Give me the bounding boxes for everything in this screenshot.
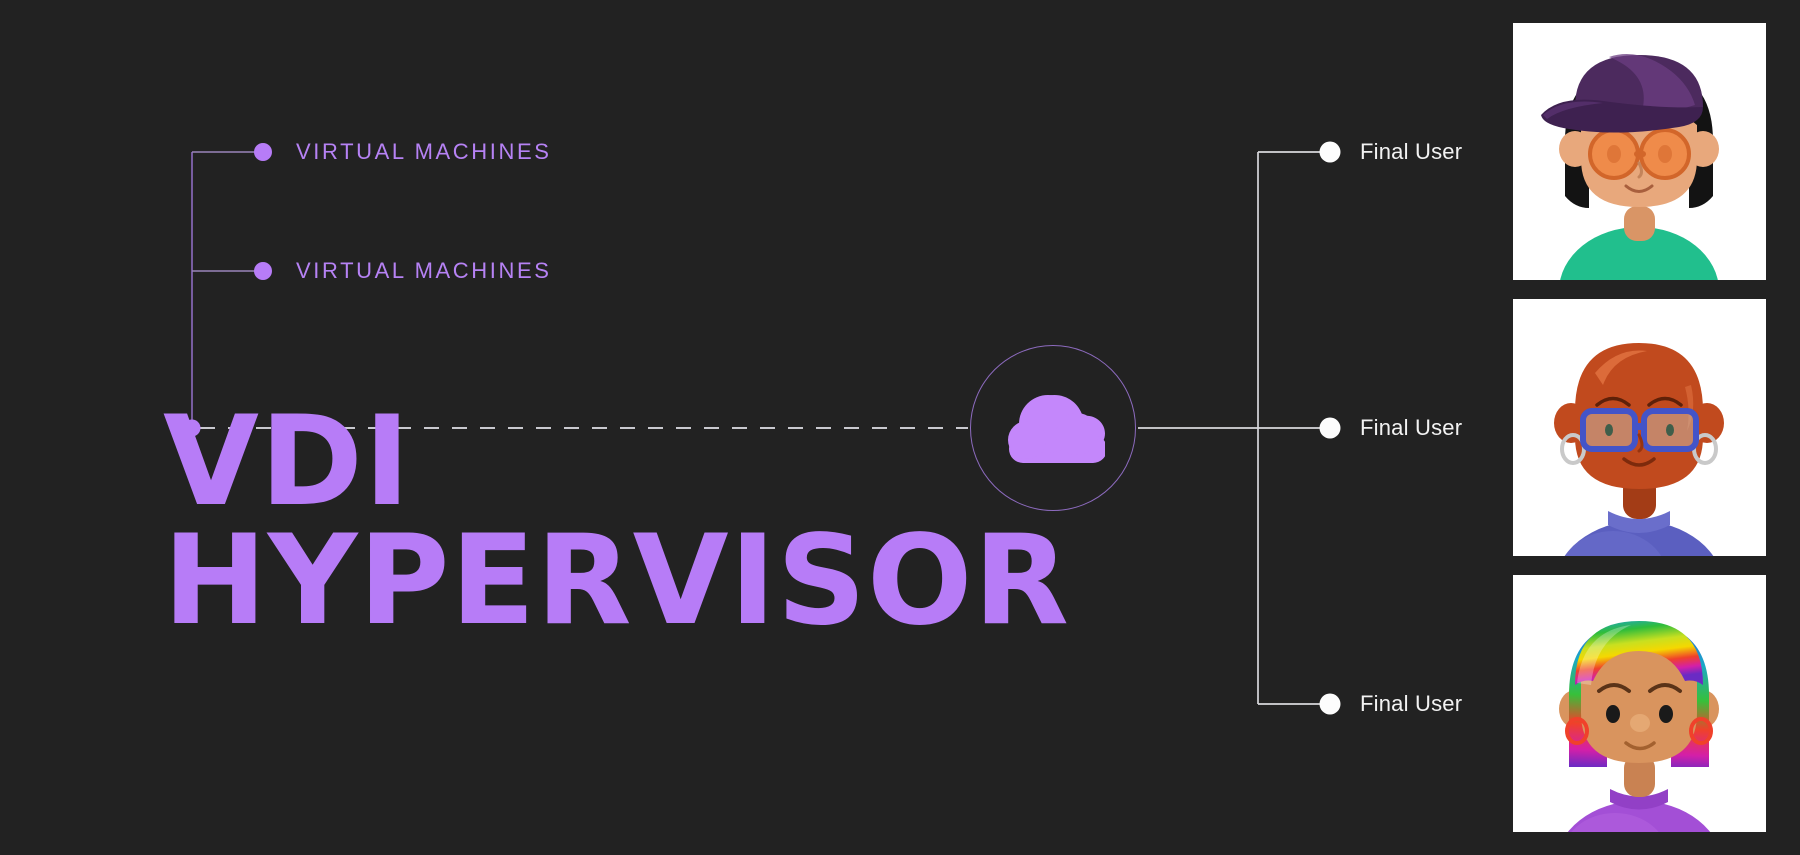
final-user-dot-3[interactable] xyxy=(1319,693,1341,715)
page-title-line-1: VDI xyxy=(163,390,412,534)
cloud-icon xyxy=(1001,391,1105,465)
avatar-rainbow-hair-icon xyxy=(1513,575,1766,832)
page-title-line-2: HYPERVISOR xyxy=(163,509,1070,654)
avatar-bald-glasses-icon xyxy=(1513,299,1766,556)
final-user-label-1: Final User xyxy=(1360,139,1463,164)
final-user-dot-2[interactable] xyxy=(1319,417,1341,439)
avatar-cap-sunglasses-icon xyxy=(1513,23,1766,280)
vm-node-dot-1[interactable] xyxy=(254,143,272,161)
final-user-label-3: Final User xyxy=(1360,691,1463,716)
cloud-hub[interactable] xyxy=(970,345,1136,511)
final-user-label-2: Final User xyxy=(1360,415,1463,440)
avatar-panel-3[interactable] xyxy=(1513,575,1766,832)
page-title: VDI HYPERVISOR xyxy=(163,390,1070,654)
vm-node-label-2: VIRTUAL MACHINES xyxy=(296,258,552,283)
hypervisor-origin-dot[interactable] xyxy=(183,419,201,437)
vm-node-label-1: VIRTUAL MACHINES xyxy=(296,139,552,164)
final-user-dot-1[interactable] xyxy=(1319,141,1341,163)
avatar-panel-1[interactable] xyxy=(1513,23,1766,280)
avatar-panel-2[interactable] xyxy=(1513,299,1766,556)
vm-node-dot-2[interactable] xyxy=(254,262,272,280)
